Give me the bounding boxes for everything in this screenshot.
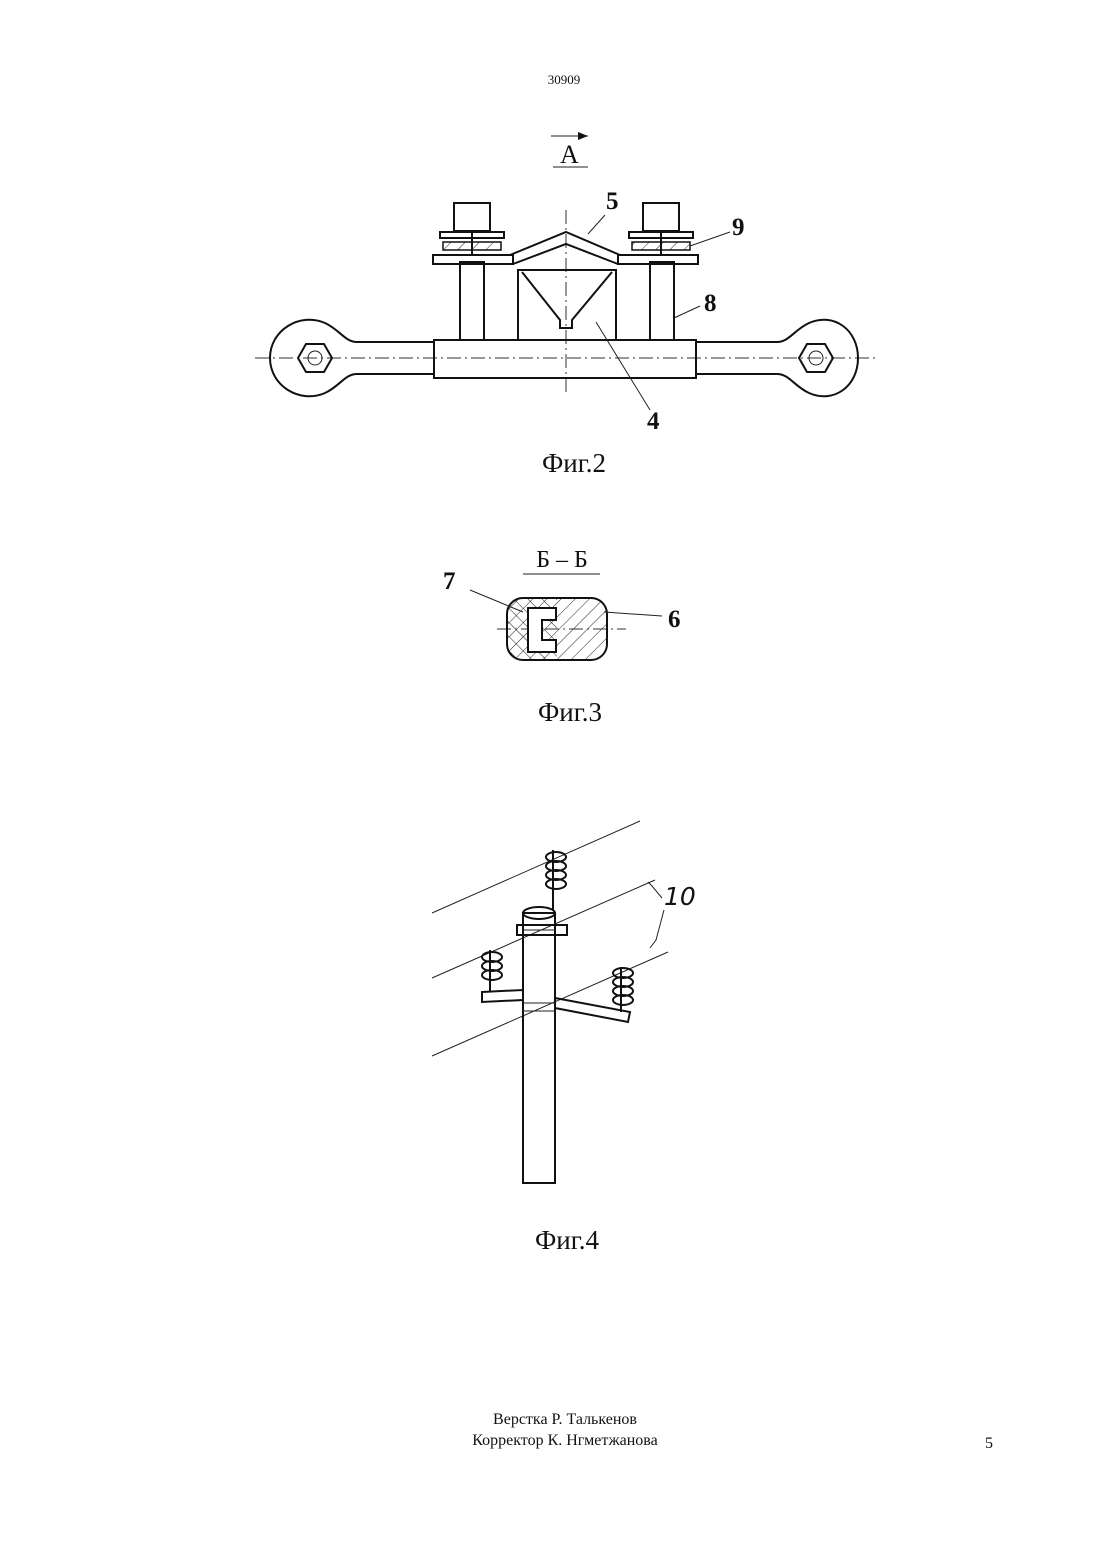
page-number: 5	[985, 1435, 993, 1453]
callout-5: 5	[606, 188, 619, 216]
clamp-body	[518, 270, 616, 340]
bolt-right-icon	[629, 203, 693, 255]
fig2-drawing	[255, 132, 875, 410]
fig3-drawing	[470, 574, 662, 660]
fig2-caption: Фиг.2	[474, 448, 674, 479]
callout-6: 6	[668, 606, 681, 634]
callout-9: 9	[732, 214, 745, 242]
callout-8: 8	[704, 290, 717, 318]
fig3-caption: Фиг.3	[470, 697, 670, 728]
view-label: А	[560, 140, 579, 170]
callout-10: 10	[664, 882, 696, 911]
insulator-right-icon	[613, 967, 633, 1012]
footer-credits: Верстка Р. Талькенов Корректор К. Нгметж…	[0, 1409, 1100, 1451]
proof-credit: Корректор К. Нгметжанова	[0, 1430, 1100, 1451]
fig4-drawing	[432, 821, 668, 1183]
callout-4: 4	[647, 408, 660, 436]
insulator-left-icon	[482, 950, 502, 992]
pole	[523, 907, 555, 1183]
fig4-caption: Фиг.4	[467, 1225, 667, 1256]
layout-credit: Верстка Р. Талькенов	[0, 1409, 1100, 1430]
callout-7: 7	[443, 568, 456, 596]
section-label: Б – Б	[521, 547, 603, 574]
post-right	[650, 262, 674, 340]
bolt-left-icon	[440, 203, 504, 255]
post-left	[460, 262, 484, 340]
insulator-top-icon	[546, 850, 566, 910]
